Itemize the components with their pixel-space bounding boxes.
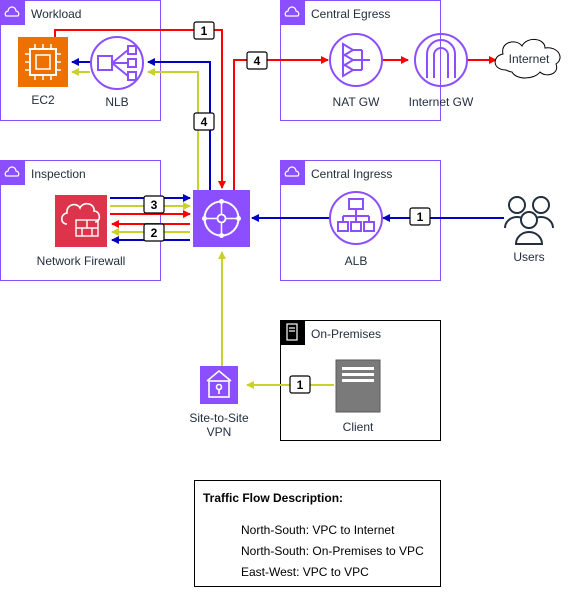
nat-gw-label: NAT GW	[332, 95, 380, 109]
client-server-icon	[335, 359, 381, 413]
network-firewall-icon	[55, 195, 107, 247]
alb-label: ALB	[344, 254, 368, 268]
server-rack-icon	[281, 321, 305, 345]
svg-text:4: 4	[254, 54, 261, 68]
central-egress-title: Central Egress	[311, 7, 391, 21]
inspection-title: Inspection	[31, 167, 86, 181]
site-to-site-vpn-icon	[200, 366, 238, 404]
legend-item-red: North-South: VPC to Internet	[241, 523, 394, 537]
nat-gateway-icon	[329, 33, 383, 87]
central-ingress-title: Central Ingress	[311, 167, 393, 181]
vpn-label-line2: VPN	[206, 425, 232, 439]
legend-item-blue: East-West: VPC to VPC	[241, 565, 369, 579]
transit-gateway-icon	[193, 190, 250, 247]
workload-title: Workload	[31, 7, 82, 21]
internet-gw-label: Internet GW	[408, 95, 474, 109]
ec2-icon	[18, 37, 68, 87]
internet-gateway-icon	[414, 33, 468, 87]
server-rack-glyph	[286, 323, 298, 341]
vpn-label-line1: Site-to-Site	[189, 411, 249, 425]
legend-item-olive: North-South: On-Premises to VPC	[241, 544, 424, 558]
flow-blue-tgw-to-nlb	[147, 58, 211, 192]
step-badge: 4	[246, 51, 268, 70]
flow-olive-tgw-to-nlb	[147, 68, 199, 192]
ec2-label: EC2	[31, 93, 55, 107]
svg-text:1: 1	[201, 24, 208, 38]
nlb-icon	[90, 36, 144, 90]
legend-item-label: North-South: VPC to Internet	[241, 523, 395, 537]
svg-text:2: 2	[151, 226, 158, 240]
legend-box: Traffic Flow Description: North-South: V…	[194, 480, 441, 587]
users-label: Users	[513, 250, 545, 264]
step-badge: 1	[289, 375, 311, 394]
internet-label: Internet	[508, 52, 550, 66]
legend-title: Traffic Flow Description:	[203, 491, 344, 505]
alb-icon	[329, 191, 383, 245]
step-badge: 2	[143, 223, 165, 242]
step-badge: 3	[143, 195, 165, 214]
svg-text:3: 3	[151, 198, 158, 212]
svg-text:4: 4	[201, 115, 208, 129]
on-premises-title: On-Premises	[311, 327, 382, 341]
svg-text:1: 1	[297, 378, 304, 392]
client-label: Client	[342, 420, 374, 434]
step-badge: 1	[193, 21, 215, 40]
step-badge: 1	[409, 207, 431, 226]
legend-item-label: East-West: VPC to VPC	[241, 565, 369, 579]
network-firewall-label: Network Firewall	[36, 254, 126, 268]
group-cloud-glyphs	[4, 6, 300, 177]
step-badge: 4	[193, 112, 215, 131]
users-icon	[504, 196, 554, 245]
svg-text:1: 1	[417, 210, 424, 224]
nlb-label: NLB	[105, 95, 129, 109]
flow-red-tgw-to-nat	[233, 56, 329, 192]
flow-red-ec2-to-tgw	[54, 29, 226, 189]
internet-cloud-icon	[494, 39, 561, 79]
legend-item-label: North-South: On-Premises to VPC	[241, 544, 424, 558]
